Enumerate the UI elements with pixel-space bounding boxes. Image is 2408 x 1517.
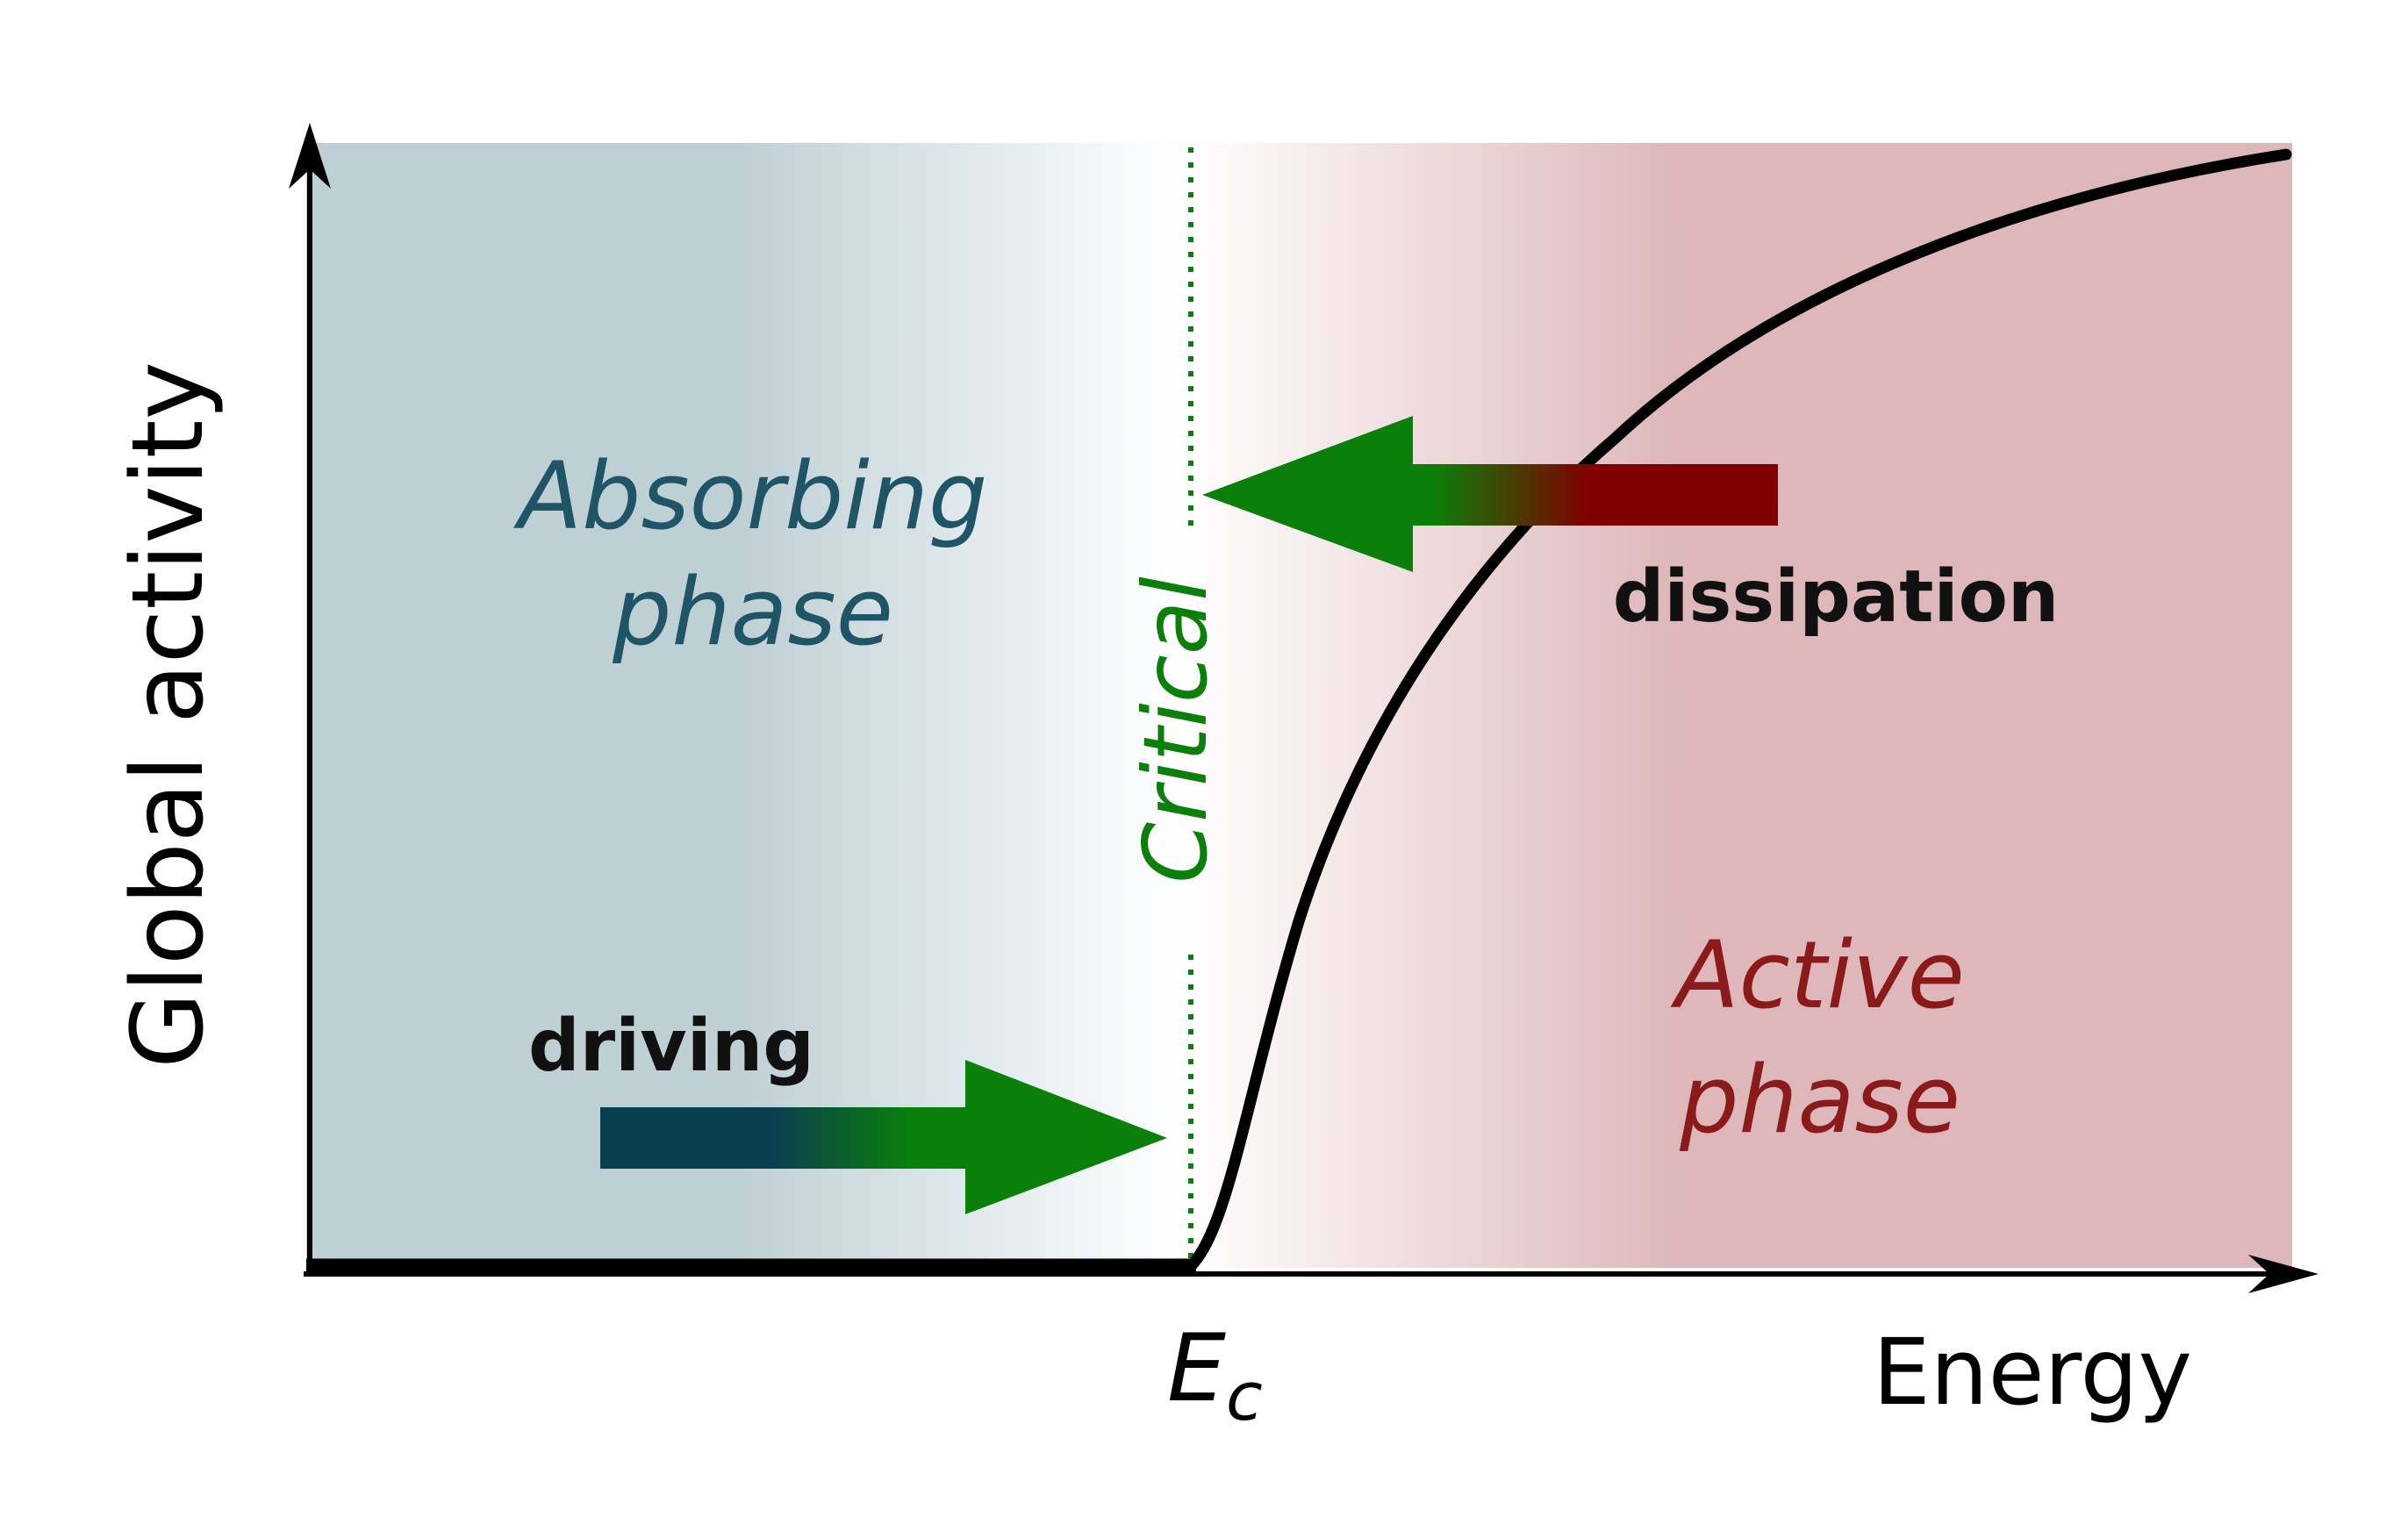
phase-background: [306, 143, 2292, 1268]
activity-curve: [1185, 148, 2292, 1272]
y-axis-label: Global activity: [111, 361, 226, 1069]
y-axis-arrowhead: [289, 123, 331, 189]
driving-label: driving: [528, 1005, 814, 1088]
absorbing-phase-label-line1: Absorbing: [513, 442, 988, 550]
x-axis-label: Energy: [1873, 1319, 2192, 1426]
absorbing-phase-label-line2: phase: [612, 558, 893, 666]
critical-point-label: Ec: [1167, 1314, 1263, 1435]
driving-arrow: [600, 1060, 1167, 1214]
dissipation-arrow: [1202, 416, 1778, 572]
critical-line-label: Critical: [1124, 576, 1227, 884]
critical-point-symbol: E: [1167, 1314, 1226, 1422]
active-phase-label-line2: phase: [1679, 1046, 1960, 1154]
dissipation-label: dissipation: [1613, 555, 2060, 639]
x-axis-arrowhead: [2248, 1255, 2318, 1293]
active-phase-label-line1: Active: [1670, 921, 1965, 1029]
critical-point-subscript: c: [1226, 1357, 1263, 1435]
